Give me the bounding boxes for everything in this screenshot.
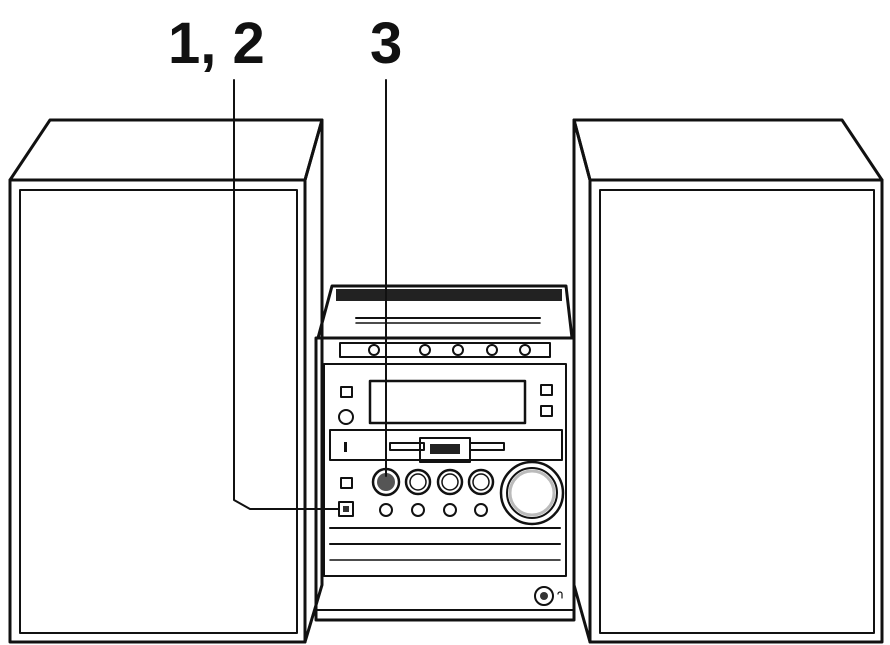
- small-button-2[interactable]: [411, 503, 425, 517]
- top-button-1[interactable]: [368, 344, 380, 356]
- center-selector[interactable]: [419, 437, 471, 463]
- volume-knob[interactable]: [499, 460, 565, 526]
- top-button-3[interactable]: [452, 344, 464, 356]
- top-buttons: [368, 344, 531, 356]
- mid-panel: [329, 429, 563, 461]
- headphone-jack[interactable]: [534, 586, 554, 606]
- large-button-4[interactable]: [467, 468, 495, 496]
- right-square-button-1[interactable]: [540, 384, 553, 396]
- large-button-3[interactable]: [436, 468, 464, 496]
- display-window: [368, 379, 527, 425]
- standby-button[interactable]: [338, 409, 354, 425]
- top-button-4[interactable]: [486, 344, 498, 356]
- small-button-4[interactable]: [474, 503, 488, 517]
- leader-line-steps-1-2: [233, 79, 340, 510]
- top-button-2[interactable]: [419, 344, 431, 356]
- left-speaker-grille: [19, 189, 298, 634]
- right-speaker: [572, 118, 884, 644]
- left-lower-square-button[interactable]: [340, 477, 353, 489]
- small-button-1[interactable]: [379, 503, 393, 517]
- slot-bar-right: [469, 442, 505, 451]
- top-button-5[interactable]: [519, 344, 531, 356]
- callout-step-3: 3: [370, 11, 402, 76]
- callout-steps-1-2: 1, 2: [168, 11, 265, 76]
- large-button-2[interactable]: [404, 468, 432, 496]
- main-unit: [314, 284, 576, 622]
- left-speaker: [8, 118, 324, 644]
- small-button-3[interactable]: [443, 503, 457, 517]
- right-speaker-grille: [599, 189, 875, 634]
- right-square-button-2[interactable]: [540, 405, 553, 417]
- slot-bar-left: [389, 442, 425, 451]
- left-square-button[interactable]: [340, 386, 353, 398]
- top-control-strip: [339, 342, 551, 358]
